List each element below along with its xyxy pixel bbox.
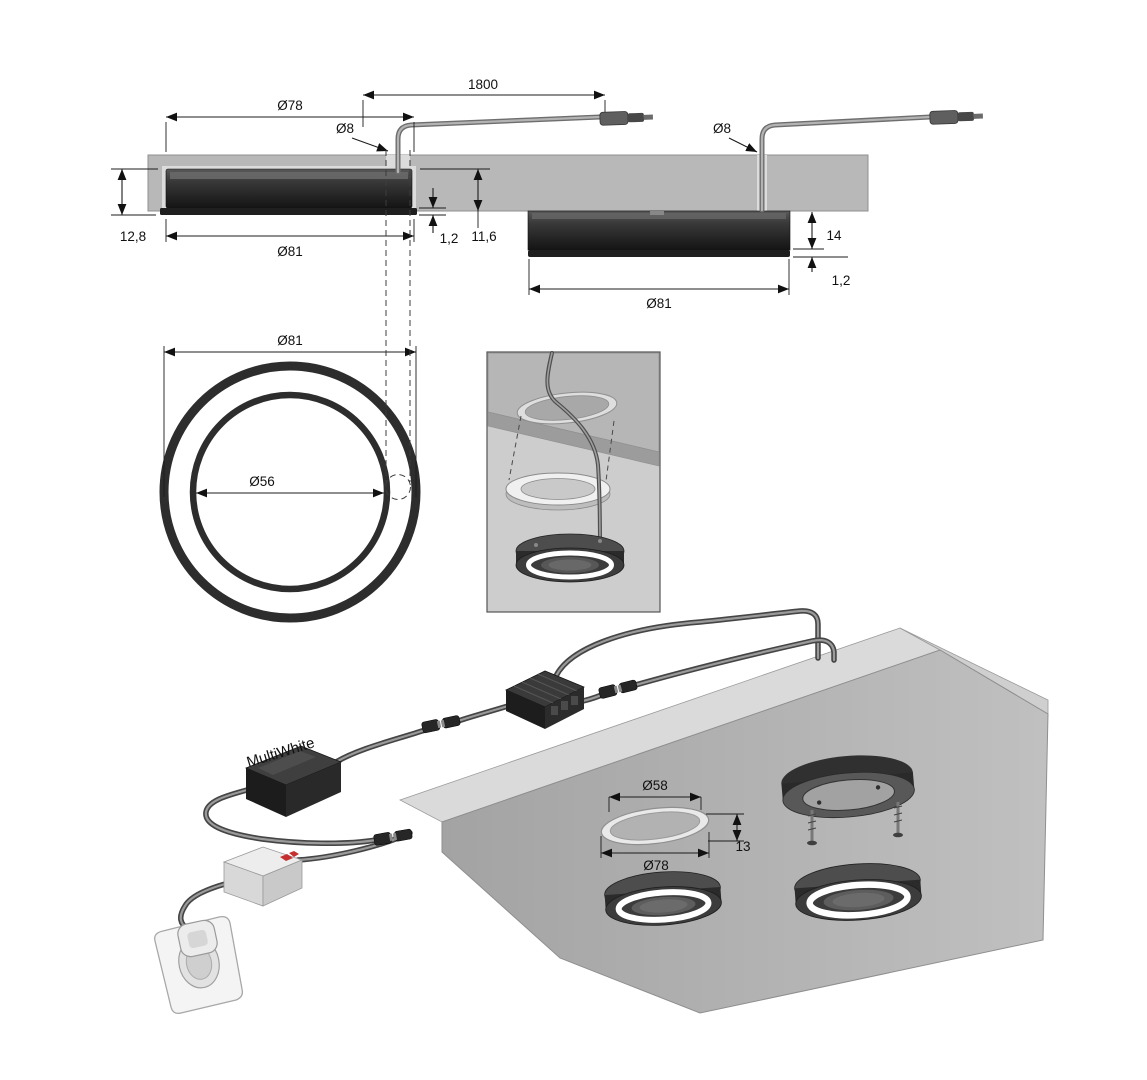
dim-topview-outer: Ø81 [163,333,417,497]
glow-ring-right [806,881,911,919]
dim-label-cable-hole-right: Ø8 [713,121,731,136]
luminaire-left [604,871,722,926]
inset-fixture [515,533,625,583]
dim-label-total-height: 12,8 [120,229,146,244]
dim-label-topview-outer: Ø81 [277,333,303,348]
dim-cable-hole-right: Ø8 [713,121,758,153]
cable-hole-dashed-circle [385,474,411,500]
panel-underside [441,649,1049,1014]
cable-over-edge-upper [553,608,821,679]
dim-surface-height: 14 [793,212,842,250]
surface-fixture-section [527,110,983,257]
recessed-fixture-section [160,111,654,215]
dim-total-height: 12,8 [111,168,158,244]
plug-coupling-3 [373,828,413,846]
dim-label-surface-diameter: Ø81 [646,296,672,311]
dim-label-surface-rim: 1,2 [832,273,851,288]
dim-label-surface-height: 14 [826,228,842,243]
distributor-box [505,670,585,729]
surface-fixture-rim [528,250,790,257]
cable-connector-right [929,110,983,125]
dim-label-cutout-depth: 13 [735,839,750,854]
dim-label-body-diameter: Ø81 [277,244,303,259]
mounting-screw-right [893,802,903,838]
plug-coupling-1 [598,679,638,699]
plug-coupling-2 [421,715,461,734]
dim-cutout-depth: 13 [706,813,751,854]
dim-topview-inner: Ø56 [196,474,384,498]
mounting-screw-left [807,810,817,846]
dim-cable-hole-left: Ø8 [336,121,389,152]
dim-label-cable-length: 1800 [468,77,498,92]
dim-surface-rim: 1,2 [793,256,851,288]
top-view: Ø81 Ø56 [159,150,421,623]
dim-label-topview-inner: Ø56 [249,474,275,489]
dim-label-face-diameter: Ø78 [277,98,303,113]
mounting-ring [781,755,915,819]
dim-recess-depth: 11,6 [420,168,497,244]
inset-cutout-hole [516,391,618,425]
section-views: 1800 Ø78 Ø8 12,8 Ø81 [111,77,983,311]
driver-box [244,745,343,817]
assembly-view: Ø58 Ø78 13 [154,608,1049,1015]
warning-mark [280,854,293,861]
wiring-cables [178,608,837,932]
dim-cutout-diameter: Ø58 [608,778,702,812]
inset-glow-ring [526,550,614,580]
cable-connector-left [599,111,654,126]
dim-label-cutout: Ø58 [642,778,668,793]
installation-inset [486,351,661,613]
inset-panel-edge [487,411,660,467]
dim-flange-height: 1,2 [419,188,458,246]
wall-outlet [154,915,244,1015]
dim-cutout-outer-diameter: Ø78 [600,832,710,873]
panel-cutout-hole [600,806,710,846]
trim-ring-inner [189,391,391,593]
dim-label-recess-depth: 11,6 [471,229,496,244]
dim-body-diameter: Ø81 [165,219,415,259]
cable-hole-projection [385,150,411,500]
dim-face-diameter: Ø78 [165,98,415,152]
dim-label-flange-height: 1,2 [440,231,459,246]
recessed-fixture-flange [160,208,417,215]
inset-trim-ring [505,472,611,511]
power-supply [222,846,304,907]
luminaire-right [794,863,922,921]
dim-surface-diameter: Ø81 [528,259,790,311]
dim-label-cable-hole-left: Ø8 [336,121,354,136]
glow-ring-left [615,889,712,923]
dim-label-cutout-outer: Ø78 [643,858,669,873]
